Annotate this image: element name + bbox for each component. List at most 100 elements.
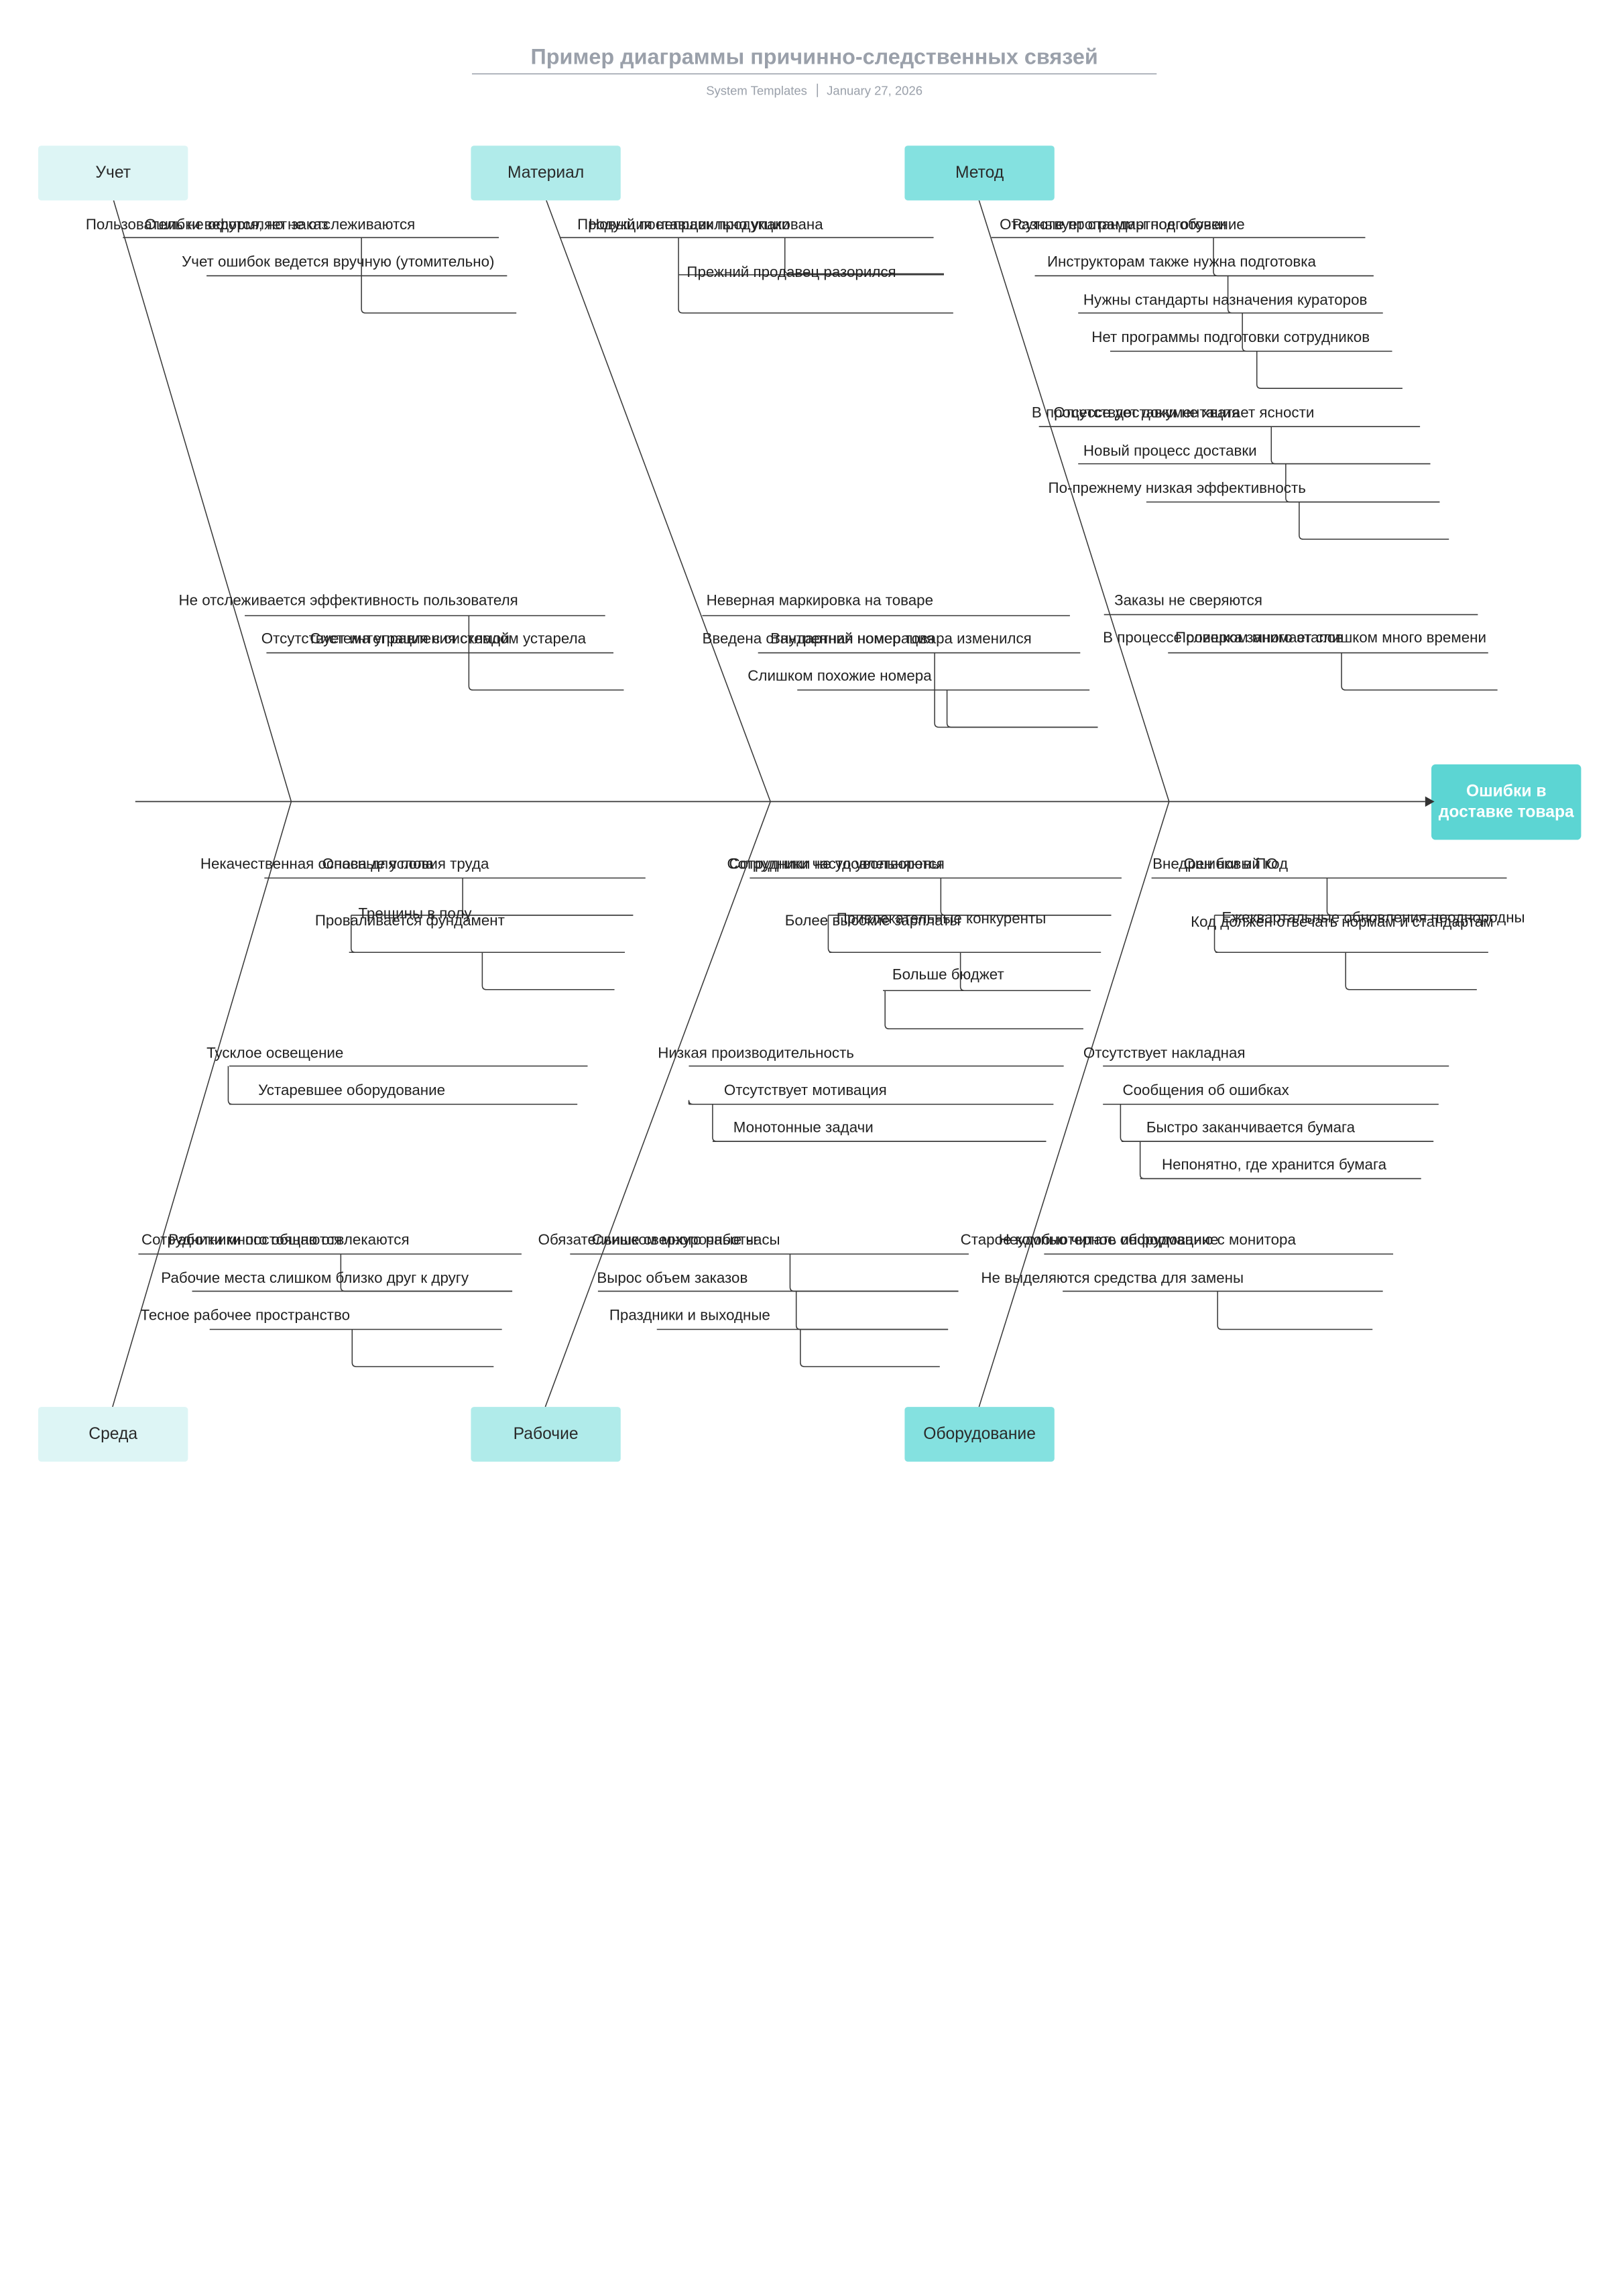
cause-text: Новый процесс доставки (1083, 443, 1257, 460)
cause-connector (1326, 878, 1498, 916)
cause-connector (946, 690, 1098, 728)
category-material[interactable]: Материал (471, 146, 621, 200)
cause-text: Тусклое освещение (206, 1045, 344, 1062)
cause-connector (678, 237, 953, 314)
effect-label: Ошибки в доставке товара (1438, 782, 1574, 821)
cause-text: Отсутствует мотивация (723, 1082, 887, 1100)
cause-connector (462, 878, 634, 916)
cause-text: Учет ошибок ведется вручную (утомительно… (182, 253, 495, 271)
cause-text: Непонятно, где хранится бумага (1161, 1157, 1387, 1173)
cause-text: Рабочие места слишком близко друг к друг… (161, 1270, 469, 1287)
cause-text: Система управления складом устарела (310, 631, 587, 648)
bone-material (546, 200, 771, 802)
cause-text: Низкая производительность (658, 1045, 854, 1062)
cause-connector (1270, 426, 1431, 465)
cause-text: Новый поставщик продукции (589, 217, 790, 234)
cause-connector (884, 990, 1083, 1030)
cause-text: Ошибки в ПО (1183, 856, 1278, 873)
cause-text: Праздники и выходные (609, 1308, 770, 1324)
cause-connector (351, 1329, 494, 1367)
cause-connector (940, 878, 1112, 916)
cause-text: Не выделяются средства для замены (981, 1270, 1244, 1287)
cause-text: Трещины в полу (358, 905, 472, 923)
cause-text: Неудобно читать информацию с монитора (998, 1232, 1296, 1249)
cause-text: Устаревшее оборудование (258, 1082, 446, 1100)
category-label: Среда (88, 1425, 138, 1443)
cause-text: Ошибки ведутся, но не отслеживаются (144, 217, 416, 234)
subtitle-separator (816, 83, 818, 97)
cause-connector (350, 915, 625, 954)
page-title: Пример диаграммы причинно-следственных с… (530, 45, 1098, 70)
cause-text: Сотрудники много общаются (141, 1232, 343, 1249)
cause-text: Вырос объем заказов (597, 1270, 748, 1287)
cause-text: Более высокие зарплаты (784, 913, 961, 930)
cause-connector (1213, 237, 1374, 277)
category-label: Оборудование (923, 1425, 1036, 1443)
cause-text: Инструкторам также нужна подготовка (1047, 253, 1316, 271)
cause-text: Отсутствует документация (1053, 404, 1240, 422)
category-method[interactable]: Метод (904, 146, 1055, 200)
bone-method (978, 200, 1170, 802)
date-label: January 27, 2026 (827, 83, 923, 99)
cause-connector (789, 1254, 959, 1292)
cause-text: Некачественная основа для пола (200, 856, 434, 873)
cause-text: В процессе слишком много этапов (1103, 630, 1344, 647)
cause-text: Разные программы подготовки (1012, 217, 1227, 234)
fishbone-lines (112, 200, 1507, 1408)
cause-text: Тесное рабочее пространство (140, 1308, 351, 1324)
cause-text: Код должен отвечать нормам и стандартам (1191, 914, 1494, 931)
category-equipment[interactable]: Оборудование (904, 1407, 1055, 1462)
cause-text: Неверная маркировка на товаре (706, 593, 934, 610)
category-workers[interactable]: Рабочие (471, 1407, 621, 1462)
cause-connector (959, 952, 1091, 992)
cause-connector (361, 237, 517, 314)
cause-text: Заказы не сверяются (1114, 593, 1262, 610)
cause-connector (827, 915, 1101, 954)
cause-connector (227, 1066, 578, 1105)
cause-connector (1217, 1291, 1373, 1330)
cause-text: Не отслеживается эффективность пользоват… (178, 593, 518, 610)
cause-text: Сообщения об ошибках (1122, 1082, 1289, 1100)
cause-text: По-прежнему низкая эффективность (1048, 480, 1306, 497)
cause-text: Проверка занимает слишком много времени (1175, 630, 1486, 647)
cause-connector (800, 1329, 940, 1367)
cause-text: Больше бюджет (892, 966, 1004, 984)
cause-connector (1341, 652, 1498, 691)
cause-text: Опасные условия труда (322, 856, 489, 873)
cause-connector (1242, 312, 1392, 352)
cause-text: Сотрудники часто увольняются (727, 856, 945, 873)
cause-text: Слишком много работы (591, 1232, 757, 1249)
category-label: Учет (95, 164, 131, 182)
cause-text: В процессе доставки не хватает ясности (1031, 404, 1315, 422)
category-label: Материал (507, 164, 585, 182)
cause-text: Привлекательные конкуренты (836, 911, 1047, 928)
cause-connector (1345, 952, 1477, 990)
cause-connector (1299, 502, 1449, 540)
cause-text: Введена стандартная номерация (702, 631, 935, 648)
cause-text: Внедрен новый код (1152, 856, 1289, 873)
effect-box[interactable]: Ошибки в доставке товара (1431, 764, 1582, 840)
cause-text: Работники постоянно отвлекаются (168, 1232, 410, 1249)
cause-connector (481, 952, 615, 990)
cause-text: Внутренний номер товара изменился (770, 631, 1032, 648)
cause-text: Старое компьютерное оборудование (960, 1232, 1219, 1249)
cause-text: Монотонные задачи (733, 1119, 874, 1137)
cause-text: Быстро заканчивается бумага (1146, 1119, 1356, 1137)
cause-text: Ежеквартальные обновления неоднородны (1221, 910, 1525, 927)
cause-connector (1256, 351, 1403, 389)
cause-connector (1139, 1141, 1421, 1180)
cause-text: Нужны стандарты назначения кураторов (1083, 292, 1368, 309)
category-label: Рабочие (513, 1425, 579, 1443)
cause-text: Слишком похожие номера (748, 668, 932, 685)
cause-connector (1285, 463, 1440, 503)
cause-connector (1213, 915, 1488, 954)
cause-connector (784, 237, 944, 274)
cause-text: Нет программы подготовки сотрудников (1091, 329, 1370, 347)
cause-connector (934, 652, 1098, 728)
spine-arrowhead (1425, 796, 1435, 807)
category-accounting[interactable]: Учет (38, 146, 188, 200)
category-environment[interactable]: Среда (38, 1407, 188, 1462)
bone-workers (544, 801, 771, 1408)
